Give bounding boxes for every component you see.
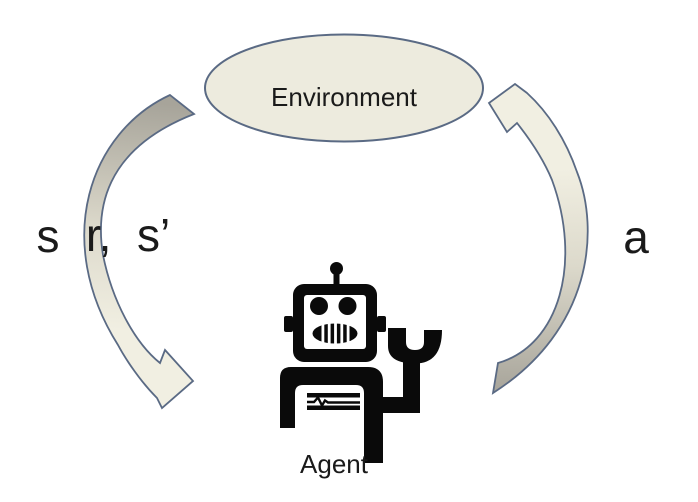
action-arrow	[487, 82, 589, 395]
agent-label: Agent	[300, 449, 368, 479]
environment-label: Environment	[271, 82, 417, 112]
environment-ellipse	[204, 33, 484, 143]
state-label: s	[36, 210, 60, 262]
robot-chest-panel-bottom	[307, 405, 360, 410]
robot-chest-panel-top	[307, 393, 360, 398]
robot-gripper-icon	[388, 328, 442, 364]
robot-chest-heartbeat-line	[307, 395, 360, 408]
robot-antenna-ball-icon	[330, 262, 343, 275]
robot-antenna-stem	[333, 272, 340, 286]
reward-next-state-label: r, s’	[85, 209, 171, 261]
action-label: a	[623, 211, 649, 263]
agent-robot-icon	[280, 262, 442, 463]
state-reward-arrow	[83, 93, 196, 410]
robot-mouth-slits	[321, 322, 350, 345]
robot-eye-left	[310, 297, 328, 315]
robot-ear-left	[284, 316, 293, 332]
robot-eye-right	[338, 297, 357, 315]
robot-ear-right	[377, 316, 386, 332]
robot-torso	[280, 367, 383, 463]
robot-arm-stem	[403, 354, 420, 404]
